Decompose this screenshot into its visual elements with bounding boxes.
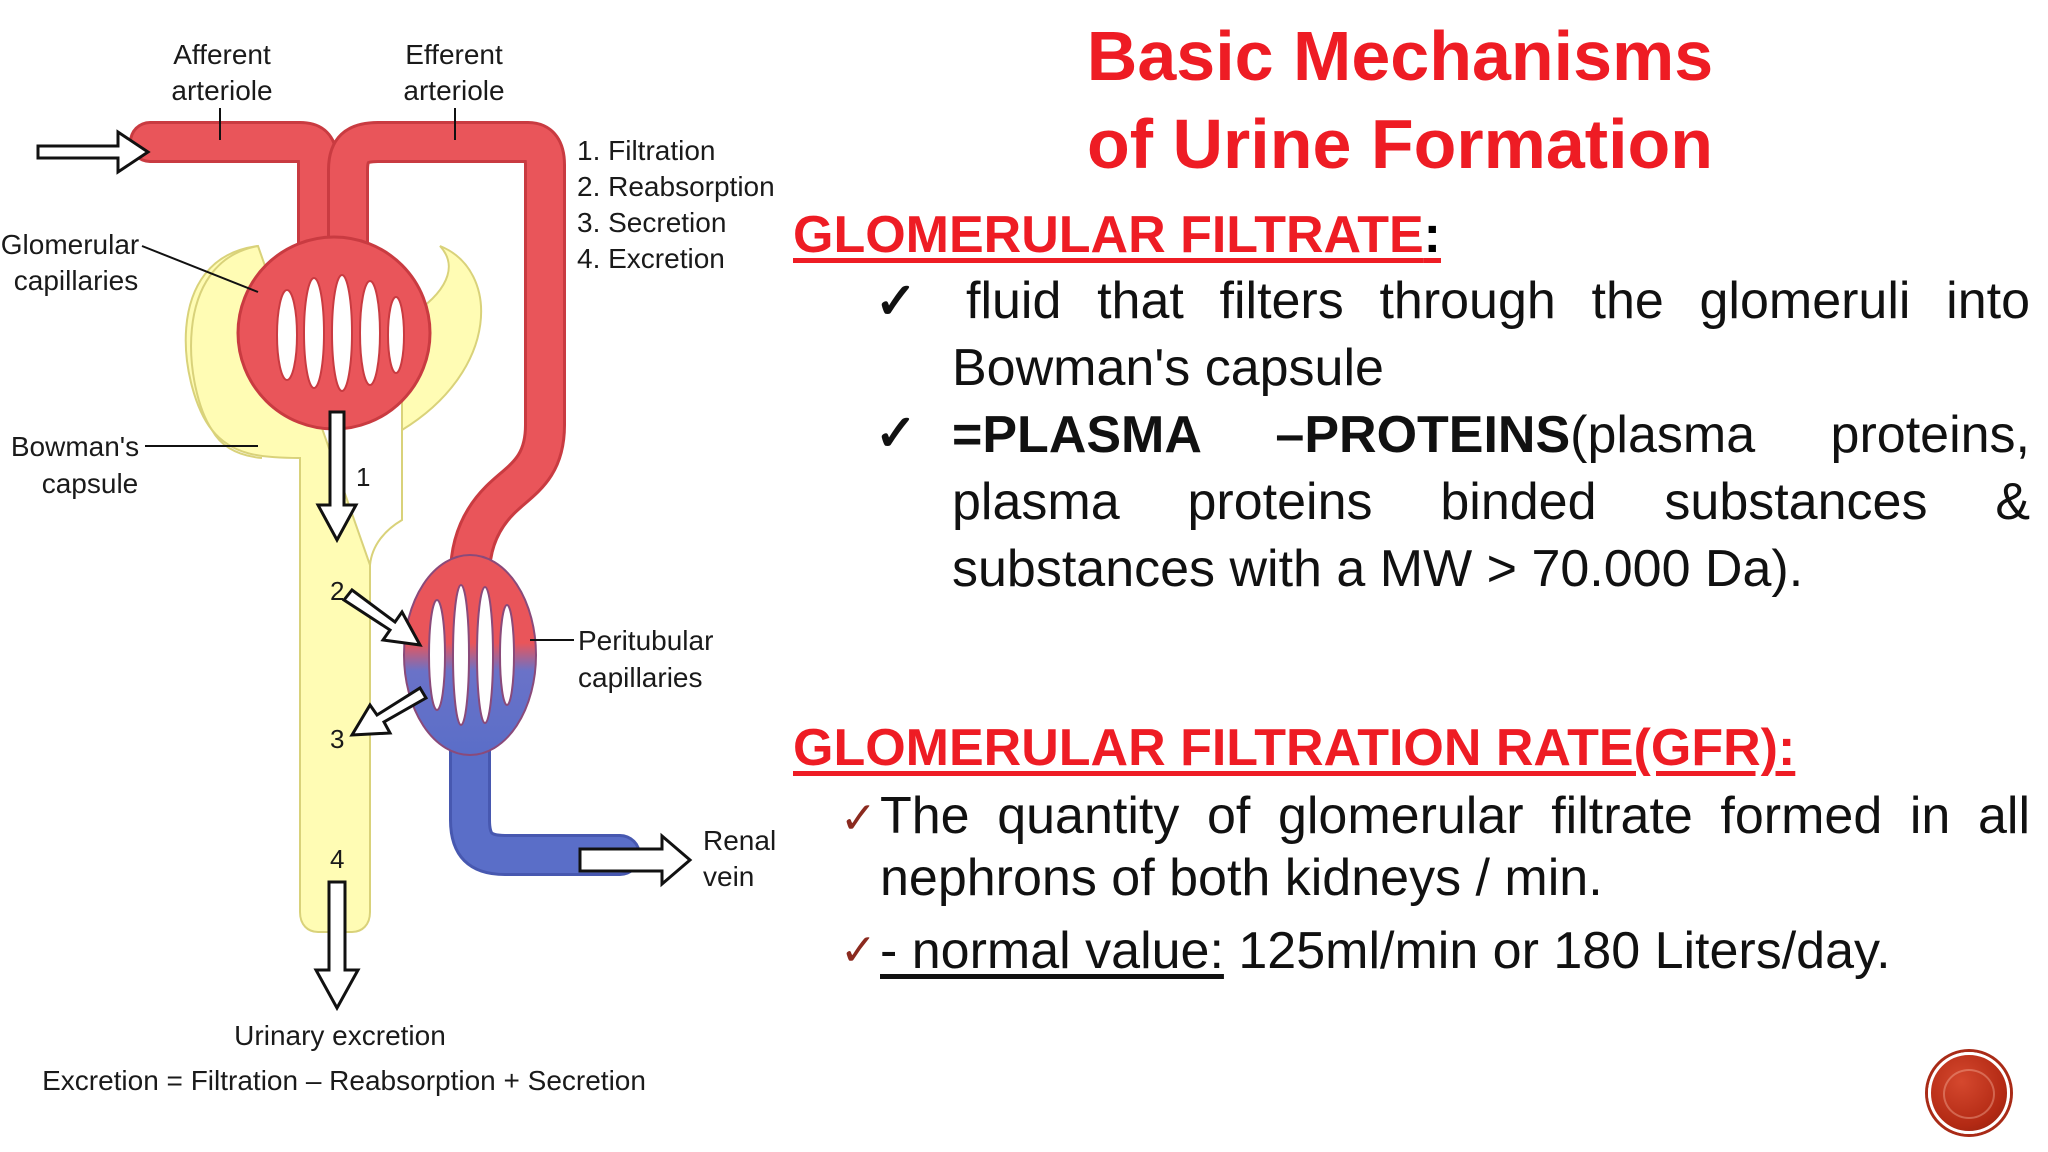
step-number-4: 4 bbox=[330, 844, 344, 874]
glomerular-label-2: capillaries bbox=[14, 265, 139, 296]
renal-vein-arrow bbox=[578, 832, 693, 888]
excretion-arrow bbox=[313, 880, 361, 1012]
gfr-bullet-1-text: The quantity of glomerular filtrate form… bbox=[880, 787, 2030, 907]
normal-value-label: - normal value: bbox=[880, 922, 1224, 980]
urinary-excretion-label: Urinary excretion bbox=[234, 1020, 446, 1051]
gfr-bullet-2: - normal value: 125ml/min or 180 Liters/… bbox=[880, 918, 2030, 985]
secretion-arrow bbox=[349, 685, 429, 737]
bowmans-capsule-outer bbox=[190, 245, 263, 459]
check-icon: ✓ bbox=[840, 794, 877, 843]
filtration-arrow bbox=[315, 410, 359, 544]
peritubular-label: Peritubular bbox=[578, 625, 713, 656]
reabsorption-arrow bbox=[341, 587, 423, 647]
inflow-arrow bbox=[36, 129, 151, 175]
glomerular-leader bbox=[141, 245, 259, 293]
excretion-equation: Excretion = Filtration – Reabsorption + … bbox=[42, 1065, 646, 1096]
glomerular-filtrate-heading-text: GLOMERULAR FILTRATE bbox=[793, 206, 1424, 264]
step-secretion: 3. Secretion bbox=[577, 207, 726, 238]
peritubular-label-2: capillaries bbox=[578, 662, 703, 693]
step-number-3: 3 bbox=[330, 724, 344, 754]
check-icon: ✓ bbox=[840, 926, 877, 975]
step-excretion: 4. Excretion bbox=[577, 243, 725, 274]
gfr-heading: GLOMERULAR FILTRATION RATE(GFR): bbox=[793, 719, 1796, 777]
peritubular-capillaries bbox=[403, 554, 537, 756]
bowmans-label-2: capsule bbox=[42, 468, 139, 499]
check-icon: ✓ bbox=[875, 405, 917, 461]
filtrate-bullet-1-text: fluid that filters through the glomeruli… bbox=[952, 272, 2030, 397]
nephron-diagram: Afferent arteriole Efferent arteriole 1.… bbox=[1, 39, 776, 1096]
check-icon: ✓ bbox=[875, 273, 917, 329]
afferent-label: Afferent bbox=[173, 39, 271, 70]
heading-colon: : bbox=[1423, 206, 1441, 264]
filtrate-bullet-2: =PLASMA –PROTEINS(plasma proteins, plasm… bbox=[952, 402, 2030, 603]
plasma-proteins-bold: =PLASMA –PROTEINS bbox=[952, 406, 1571, 464]
gfr-bullet-2-paragraph: - normal value: 125ml/min or 180 Liters/… bbox=[880, 918, 2030, 985]
step-reabsorption: 2. Reabsorption bbox=[577, 171, 775, 202]
normal-value-text: 125ml/min or 180 Liters/day. bbox=[1223, 922, 1891, 980]
filtrate-bullet-2-text: (plasma proteins, plasma proteins binded… bbox=[952, 406, 2030, 598]
gfr-bullet-1: The quantity of glomerular filtrate form… bbox=[880, 785, 2030, 909]
step-number-2: 2 bbox=[330, 576, 344, 606]
glomerular-label: Glomerular bbox=[1, 229, 139, 260]
title-line-2: of Urine Formation bbox=[1086, 105, 1714, 183]
slide-nav-button[interactable] bbox=[1928, 1052, 2010, 1134]
efferent-label: Efferent bbox=[405, 39, 503, 70]
step-filtration: 1. Filtration bbox=[577, 135, 716, 166]
renal-vein-label-2: vein bbox=[703, 861, 754, 892]
filtrate-bullet-1: fluid that filters through the glomeruli… bbox=[952, 268, 2030, 402]
bowmans-label: Bowman's bbox=[11, 431, 139, 462]
afferent-label-2: arteriole bbox=[171, 75, 272, 106]
title-line-1: Basic Mechanisms bbox=[1086, 17, 1714, 95]
glomerular-filtrate-heading: GLOMERULAR FILTRATE: bbox=[793, 205, 1441, 265]
slide-title: Basic Mechanisms of Urine Formation bbox=[1000, 12, 1800, 188]
glomerulus bbox=[236, 235, 432, 431]
efferent-label-2: arteriole bbox=[403, 75, 504, 106]
step-number-1: 1 bbox=[356, 462, 370, 492]
renal-vein-label: Renal bbox=[703, 825, 776, 856]
filtrate-bullet-2-paragraph: =PLASMA –PROTEINS(plasma proteins, plasm… bbox=[952, 402, 2030, 603]
